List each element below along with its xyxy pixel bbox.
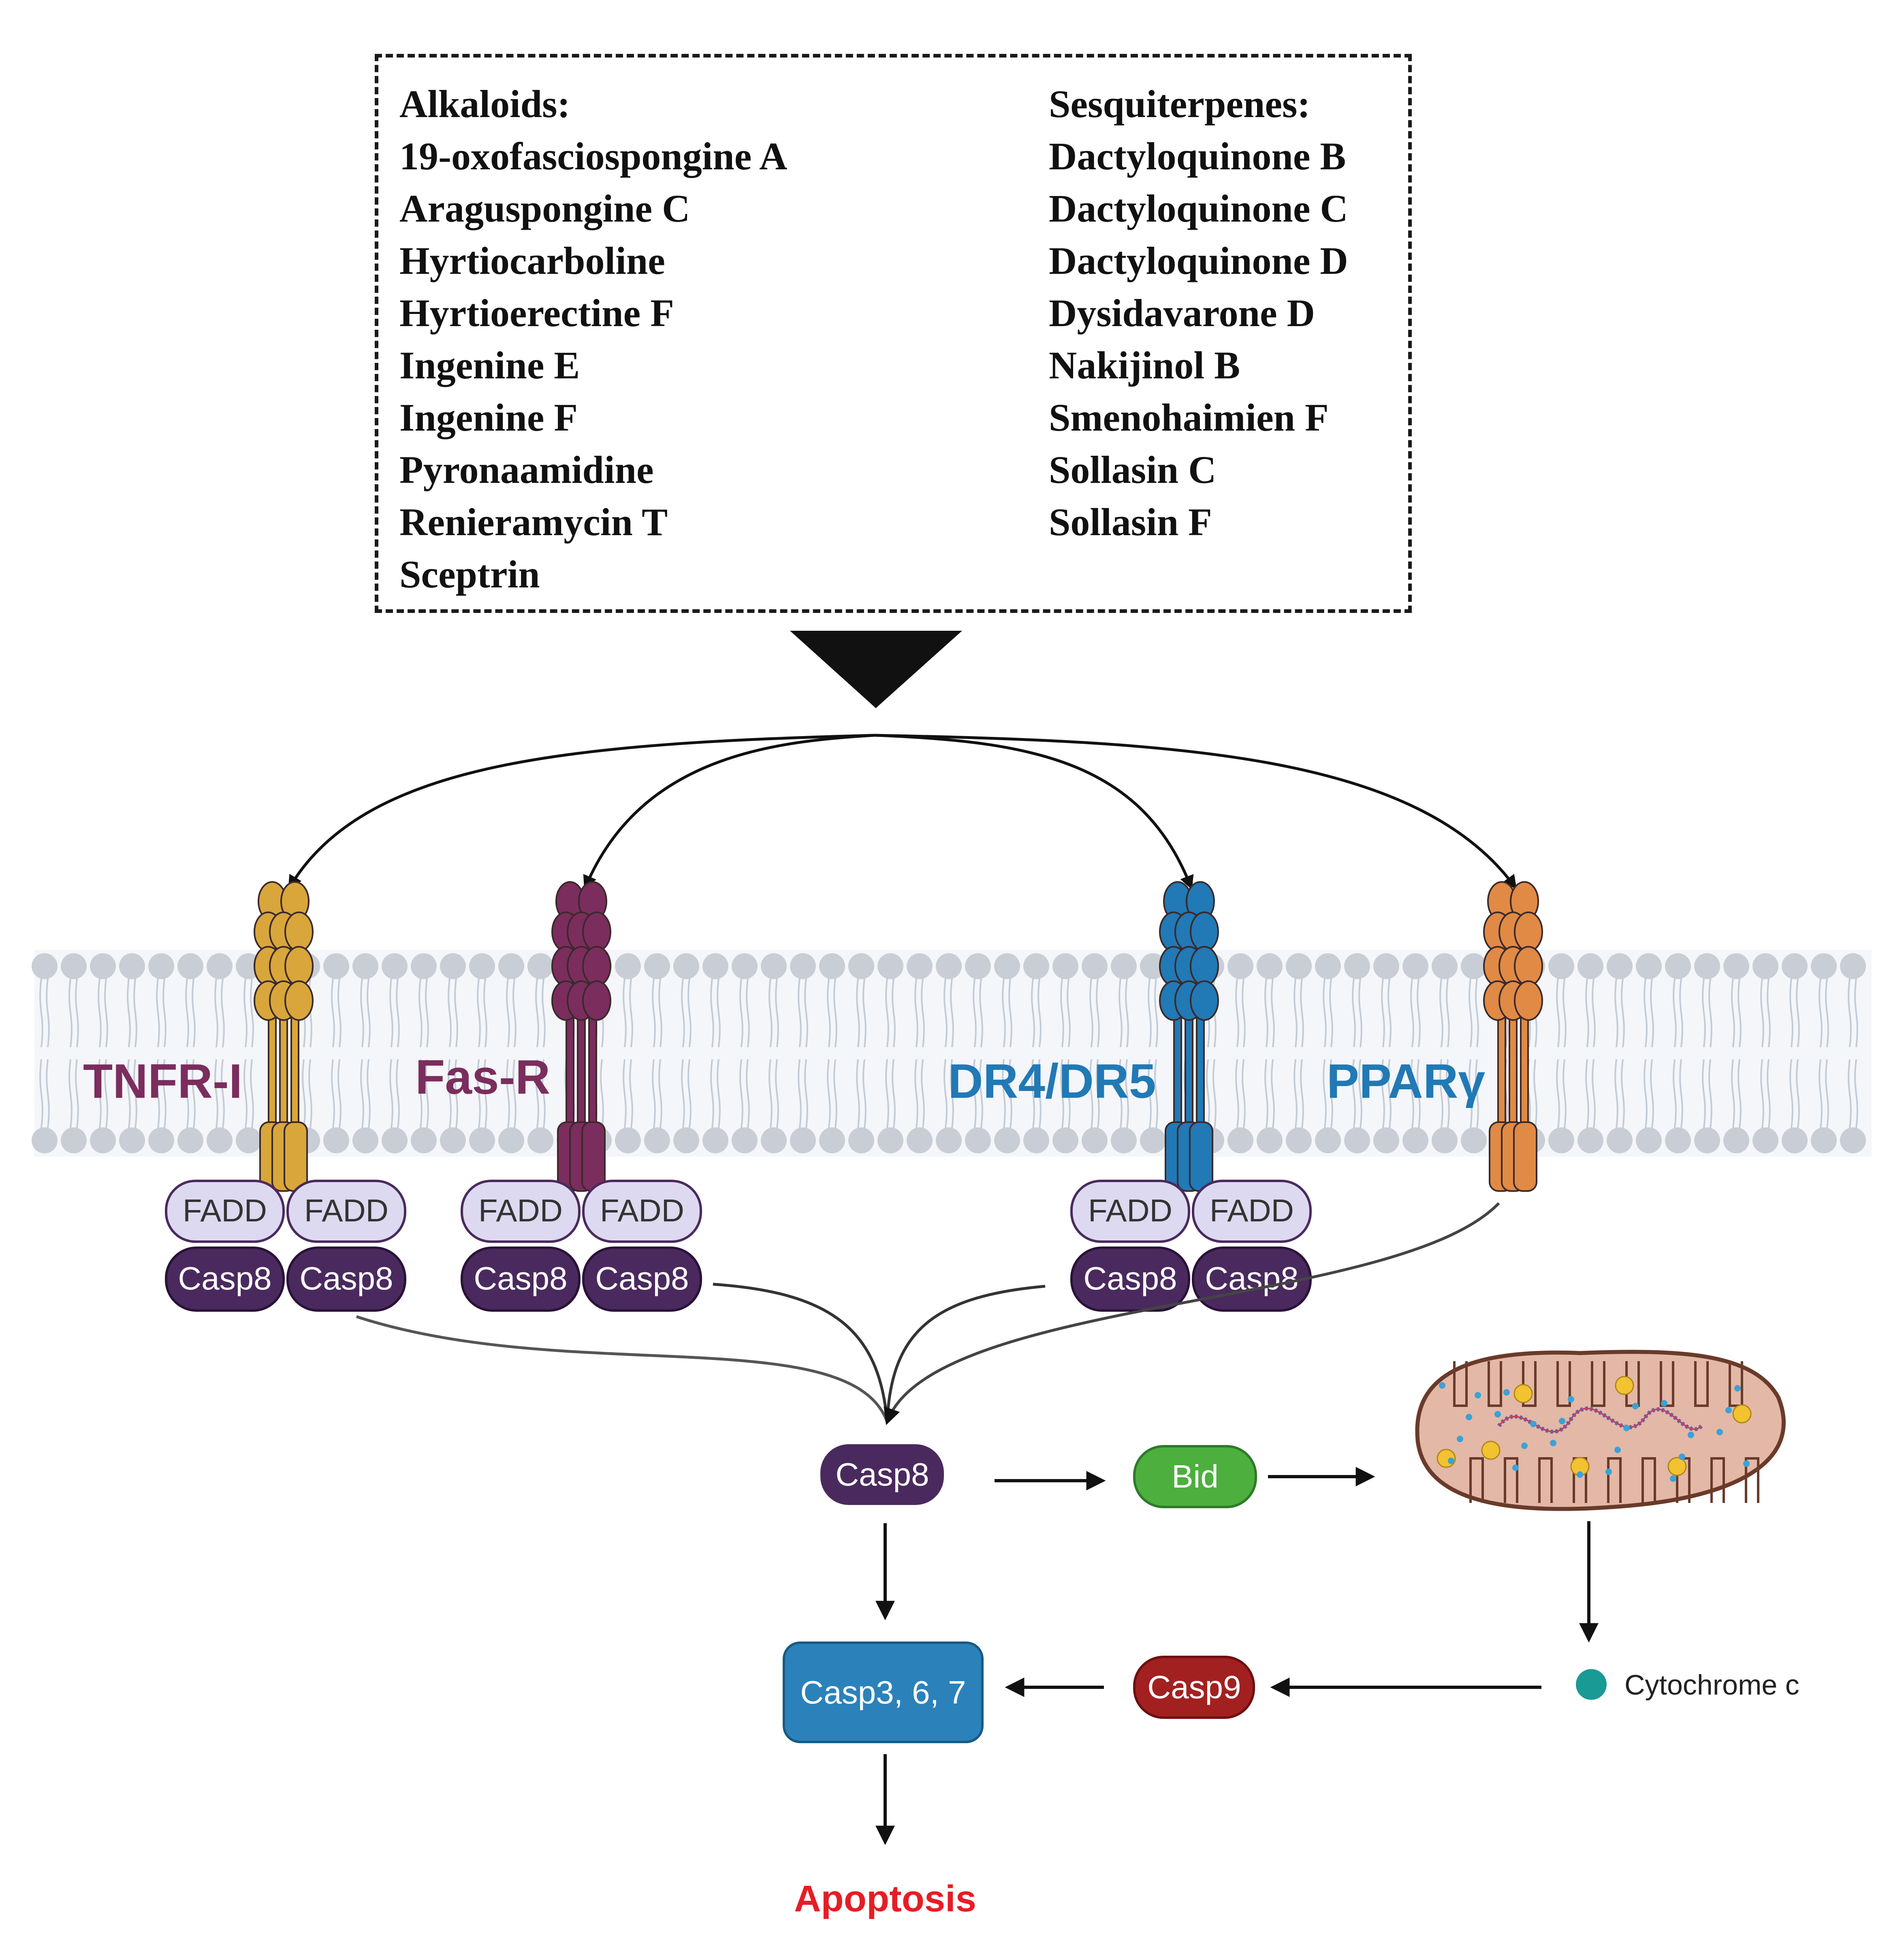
bid-label: Bid — [1172, 1458, 1219, 1494]
receptor-label-tnfr: TNFR-I — [83, 1054, 242, 1108]
casp8-node: Casp8 — [820, 1444, 944, 1505]
casp367-label: Casp3, 6, 7 — [800, 1674, 966, 1710]
compound-item: Nakijinol B — [1049, 344, 1240, 387]
receptor-1 — [551, 881, 611, 1192]
cytochrome-c-icon — [1576, 1669, 1607, 1700]
sesquiterpenes-list: Sesquiterpenes: Dactyloquinone B Dactylo… — [1049, 78, 1348, 548]
fadd-label: FADD — [478, 1193, 563, 1228]
casp9-node: Casp9 — [1133, 1656, 1255, 1719]
receptor-label-fas: Fas-R — [415, 1050, 550, 1104]
compound-item: Sollasin C — [1049, 448, 1217, 491]
compound-item: Dactyloquinone C — [1049, 187, 1348, 230]
casp9-label: Casp9 — [1147, 1669, 1241, 1705]
receptor-0 — [254, 881, 314, 1192]
compound-item: Renieramycin T — [399, 500, 668, 544]
compound-item: 19-oxofasciospongine A — [399, 134, 788, 178]
alkaloids-heading: Alkaloids: — [399, 82, 570, 126]
compound-item: Dactyloquinone D — [1049, 239, 1348, 282]
casp8-label: Casp8 — [178, 1260, 271, 1296]
pathway-arrows — [875, 1467, 1599, 1845]
convergence-arrows — [356, 1202, 1500, 1425]
fadd-label: FADD — [600, 1193, 684, 1228]
fadd-casp8-complex: FADD Casp8 — [582, 1180, 702, 1312]
alkaloids-list: Alkaloids: 19-oxofasciospongine A Aragus… — [399, 78, 787, 600]
compound-item: Ingenine E — [399, 344, 580, 387]
fadd-label: FADD — [1088, 1193, 1172, 1228]
compound-item: Dysidavarone D — [1049, 291, 1315, 335]
receptor-label-dr: DR4/DR5 — [948, 1054, 1156, 1108]
fadd-casp8-complex: FADD Casp8 — [165, 1180, 285, 1312]
compound-item: Ingenine F — [399, 396, 578, 439]
casp8-label: Casp8 — [474, 1260, 567, 1296]
apoptosis-label: Apoptosis — [794, 1878, 976, 1919]
compound-item: Smenohaimien F — [1049, 396, 1329, 439]
down-triangle-arrow — [790, 631, 962, 708]
cell-membrane — [32, 950, 1872, 1157]
adaptor-complexes: FADDCasp8FADDCasp8FADDCasp8FADDCasp8FADD… — [165, 1180, 1312, 1312]
compound-list-box: Alkaloids: 19-oxofasciospongine A Aragus… — [375, 54, 1412, 613]
casp8-label: Casp8 — [595, 1260, 689, 1296]
fadd-label: FADD — [304, 1193, 388, 1228]
fadd-casp8-complex: FADD Casp8 — [286, 1180, 406, 1312]
hub-arrows — [288, 734, 1517, 890]
sesquiterpenes-heading: Sesquiterpenes: — [1049, 82, 1311, 126]
compound-item: Hyrtiocarboline — [399, 239, 665, 282]
fadd-label: FADD — [183, 1193, 267, 1228]
casp367-node: Casp3, 6, 7 — [783, 1641, 984, 1743]
compound-item: Sollasin F — [1049, 500, 1212, 544]
receptor-label-ppar: PPARγ — [1327, 1054, 1485, 1108]
casp8-label: Casp8 — [1083, 1260, 1177, 1296]
bid-node: Bid — [1133, 1445, 1257, 1508]
receptor-2 — [1159, 881, 1219, 1192]
casp8-label: Casp8 — [299, 1260, 393, 1296]
compound-item: Hyrtioerectine F — [399, 291, 674, 335]
compound-item: Sceptrin — [399, 553, 540, 596]
receptors — [254, 881, 1543, 1192]
compound-item: Araguspongine C — [399, 187, 690, 230]
fadd-casp8-complex: FADD Casp8 — [461, 1180, 581, 1312]
casp8-label: Casp8 — [835, 1456, 929, 1492]
mitochondrion-icon — [1415, 1350, 1786, 1511]
compound-item: Pyronaamidine — [399, 448, 654, 491]
fadd-casp8-complex: FADD Casp8 — [1070, 1180, 1190, 1312]
compound-item: Dactyloquinone B — [1049, 134, 1346, 178]
fadd-label: FADD — [1210, 1193, 1294, 1228]
cytochrome-c-label: Cytochrome c — [1624, 1669, 1799, 1701]
receptor-3 — [1483, 881, 1543, 1192]
